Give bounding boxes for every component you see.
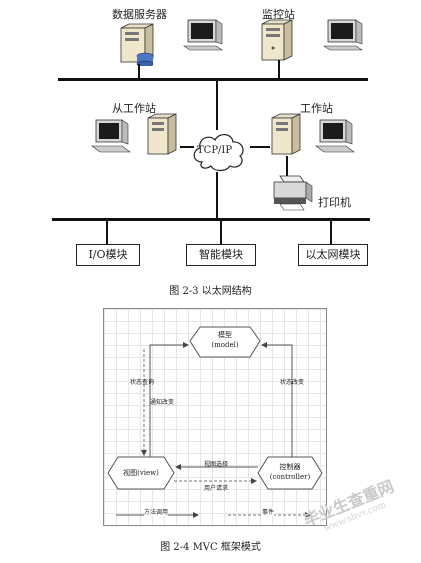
controller-subtitle: (controller) [269, 473, 311, 481]
monitor-computer-icon [183, 19, 223, 51]
model-title: 模型 [218, 331, 232, 339]
monitor-computer-icon [323, 19, 363, 51]
slave-workstation-label: 从工作站 [112, 102, 156, 115]
controller-node [257, 456, 323, 490]
workstation-server-icon [271, 113, 301, 155]
connector-line [286, 156, 288, 178]
controller-label: 控制器 (controller) [258, 462, 322, 482]
state-query-label: 状态查询 [130, 379, 155, 386]
connector-line [250, 146, 270, 148]
workstation-computer-icon [315, 119, 355, 153]
workstation-label: 工作站 [300, 102, 333, 115]
connector-line [180, 146, 194, 148]
connector-line [220, 220, 222, 244]
connector-line [330, 220, 332, 244]
cloud-icon [193, 134, 244, 172]
state-change-arrow [261, 342, 293, 457]
figure-caption: 图 2-3 以太网结构 [169, 286, 252, 297]
printer-label: 打印机 [318, 196, 351, 209]
mvc-figure-caption: 图 2-4 MVC 框架模式 [160, 542, 261, 553]
lower-network-bus [52, 218, 370, 221]
view-label: 视图(view) [123, 469, 159, 477]
view-select-label: 视图选择 [204, 461, 229, 468]
top-network-bus [58, 78, 368, 81]
connector-line [106, 220, 108, 244]
monitor-server-icon [261, 19, 293, 61]
data-server-icon [120, 23, 154, 66]
model-label: 模型 (model) [190, 330, 260, 350]
notify-label: 通知改变 [150, 399, 175, 406]
state-query-arrow [149, 342, 189, 457]
connector-line [278, 60, 280, 78]
view-node [107, 456, 175, 490]
slave-server-icon [147, 113, 177, 155]
data-server-label: 数据服务器 [112, 8, 167, 21]
user-request-label: 用户请求 [204, 485, 229, 492]
model-subtitle: (model) [211, 341, 239, 349]
smart-module-box: 智能模块 [186, 244, 256, 266]
model-node [189, 326, 261, 358]
slave-computer-icon [91, 119, 131, 153]
trunk-line [216, 80, 218, 130]
legend-method-label: 方法调用 [144, 507, 169, 516]
legend-event-label: 事件 [262, 507, 275, 516]
printer-icon [273, 175, 313, 211]
monitor-station-label: 监控站 [262, 8, 295, 21]
ethernet-module-box: 以太网模块 [298, 244, 368, 266]
trunk-line [216, 172, 218, 218]
controller-title: 控制器 [279, 463, 301, 471]
state-change-label: 状态改变 [280, 379, 305, 386]
mvc-diagram: 模型 (model) 视图(view) 控制器 (controller) 状态查… [103, 308, 327, 526]
io-module-box: I/O模块 [76, 244, 140, 266]
connector-line [138, 64, 140, 78]
network-label: TCP/IP [197, 145, 233, 156]
